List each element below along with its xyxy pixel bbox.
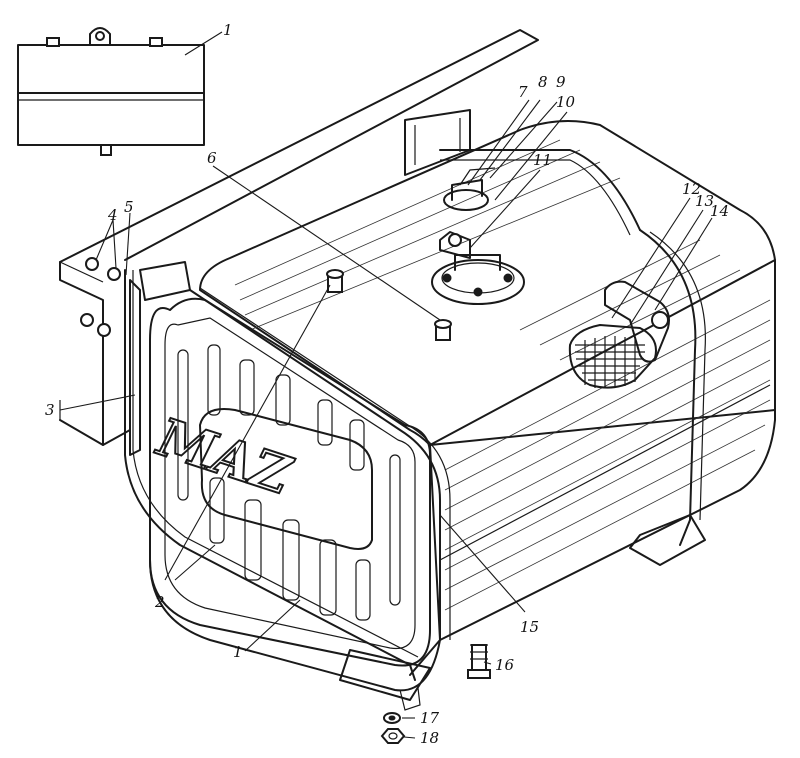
frame-rail [59, 29, 539, 446]
fuel-gauge-sender [431, 231, 525, 305]
callout-7: 7 [518, 83, 528, 101]
callout-8: 8 [538, 73, 548, 91]
tank-top-ribs [234, 139, 741, 361]
filler-neck [568, 280, 670, 389]
callout-18: 18 [420, 729, 439, 747]
callout-14: 14 [710, 202, 729, 220]
washer-17 [383, 712, 401, 724]
callout-labels: 1 1 2 3 4 5 6 7 8 9 10 11 12 13 14 15 16… [45, 21, 729, 747]
tank-side-ribs [439, 299, 771, 611]
callout-5: 5 [124, 198, 134, 216]
tank-brackets [129, 109, 706, 711]
callout-2: 2 [154, 593, 165, 611]
inset-shield-view [17, 27, 205, 156]
callout-12: 12 [682, 180, 701, 198]
filler-bolt [326, 269, 344, 293]
callout-13: 13 [695, 192, 714, 210]
callout-4: 4 [107, 206, 118, 224]
callout-15: 15 [520, 618, 539, 636]
bolt-16 [467, 644, 491, 679]
callout-10: 10 [556, 93, 576, 111]
tank-straps [124, 149, 706, 681]
maz-emblem: MAZ [145, 407, 373, 550]
drain-plug-top [434, 319, 452, 341]
callout-17: 17 [420, 709, 440, 727]
breather-valve [443, 167, 496, 211]
callout-3: 3 [45, 401, 55, 419]
callout-1-tank: 1 [233, 643, 243, 661]
callout-11: 11 [533, 151, 552, 169]
nut-18 [380, 728, 406, 744]
callout-9: 9 [556, 73, 566, 91]
callout-16: 16 [495, 656, 515, 674]
callout-6: 6 [207, 149, 217, 167]
end-face-panels [177, 344, 401, 621]
tank-body: MAZ [145, 120, 776, 692]
filler-strainer-mesh [575, 336, 645, 388]
callout-1-inset: 1 [223, 21, 233, 39]
leader-lines [59, 31, 713, 739]
